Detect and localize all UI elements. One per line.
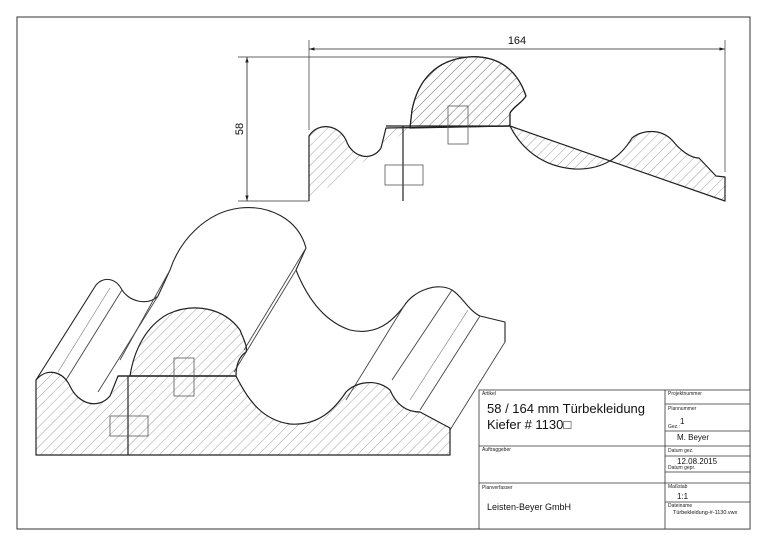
artikel-line-1: 58 / 164 mm Türbekleidung	[487, 401, 646, 416]
plannummer-label: Plannummer	[668, 406, 697, 412]
dowel-slot-lower	[384, 164, 424, 186]
dateiname-value: Türbekleidung-#-1130.vwx	[673, 510, 738, 516]
dowel-slot-upper	[447, 105, 469, 145]
dimension-height: 58	[234, 56, 468, 202]
datum-gez-value: 12.08.2015	[677, 457, 718, 466]
drawing-frame	[16, 16, 751, 530]
isometric-view	[35, 207, 506, 456]
cross-section-view	[308, 56, 726, 202]
auftraggeber-label: Auftraggeber	[482, 447, 511, 453]
massstab-value: 1:1	[677, 492, 689, 501]
iso-dowel-slot-lower	[109, 415, 149, 437]
height-dimension-label: 58	[234, 123, 246, 135]
extrusion-outline	[35, 207, 506, 381]
dateiname-label: Dateiname	[668, 503, 693, 509]
gez-value: M. Beyer	[677, 433, 710, 442]
planverfasser-value: Leisten-Beyer GmbH	[487, 502, 572, 512]
artikel-label: Artikel	[482, 391, 496, 397]
plannummer-value: 1	[680, 417, 685, 426]
gez-label: Gez.:	[668, 424, 680, 430]
isometric-front-face	[35, 371, 451, 456]
massstab-label: Maßstab	[668, 484, 688, 490]
title-block-grid	[478, 389, 751, 530]
dimension-width: 164	[308, 35, 726, 172]
isometric-front-lobe	[129, 307, 248, 377]
iso-dowel-slot-upper	[173, 357, 195, 397]
profile-lobe	[409, 56, 527, 129]
projektnummer-label: Projektnummer	[668, 391, 702, 397]
width-dimension-label: 164	[508, 35, 526, 47]
artikel-line-2: Kiefer # 1130□	[487, 417, 572, 432]
planverfasser-label: Planverfasser	[482, 485, 513, 491]
datum-gepr-label: Datum gepr.	[668, 465, 696, 471]
datum-gez-label: Datum gez.	[668, 448, 694, 454]
